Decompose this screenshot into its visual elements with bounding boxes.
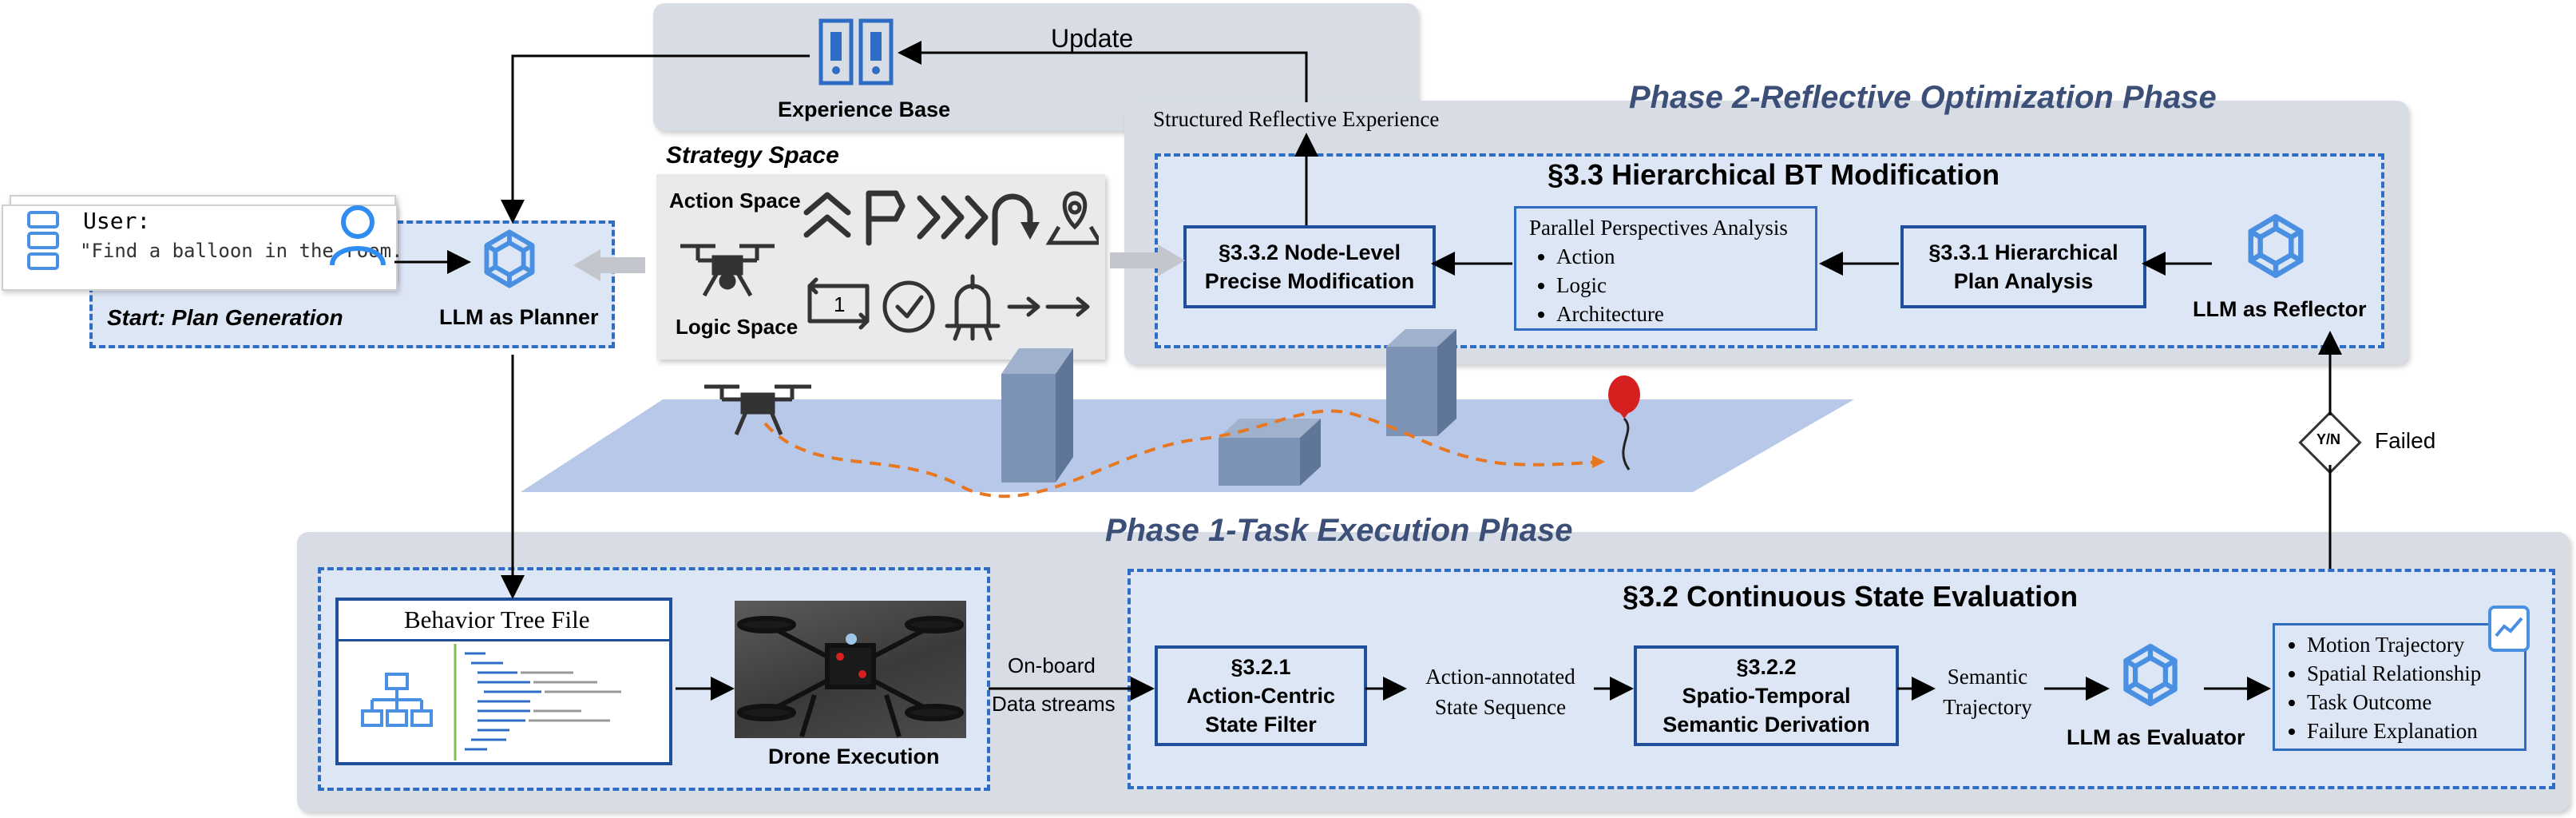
drone-execution-label: Drone Execution (768, 745, 940, 768)
update-label: Update (1051, 24, 1134, 53)
hierarchical-plan-line1: §3.3.1 Hierarchical (1928, 240, 2118, 264)
bt-file-header (339, 601, 669, 641)
parallel-perspectives-title: Parallel Perspectives Analysis (1529, 216, 1788, 240)
evaluation-outputs-box: Motion Trajectory Spatial Relationship T… (2273, 623, 2526, 751)
phase1-title: Phase 1-Task Execution Phase (1105, 513, 1573, 548)
annotated-line1: Action-annotated (1425, 665, 1575, 689)
perspective-architecture: Architecture (1556, 300, 1815, 328)
start-plan-generation-label: Start: Plan Generation (107, 305, 343, 330)
xml-code-snippet (454, 644, 663, 764)
state-filter-line2: Action-Centric (1186, 684, 1335, 708)
action-space-icons (802, 185, 1104, 253)
parallel-perspectives-box: Parallel Perspectives Analysis Action Lo… (1514, 206, 1817, 331)
failed-label: Failed (2375, 428, 2436, 453)
cube-3 (1386, 329, 1456, 436)
state-evaluation-title: §3.2 Continuous State Evaluation (1623, 580, 2079, 613)
hierarchical-bt-title: §3.3 Hierarchical BT Modification (1548, 158, 2000, 191)
output-task-outcome: Task Outcome (2307, 688, 2524, 717)
structured-experience-label: Structured Reflective Experience (1153, 107, 1440, 131)
parallel-perspectives-list: Action Logic Architecture (1529, 242, 1815, 328)
output-motion-trajectory: Motion Trajectory (2307, 630, 2524, 659)
tree-structure-icon (361, 673, 433, 733)
cube-2 (1219, 419, 1321, 486)
action-space-label: Action Space (669, 189, 801, 212)
onboard-label: On-board (1008, 653, 1096, 677)
planner-openai-icon (476, 225, 543, 296)
drone-photo (735, 601, 966, 738)
planner-label: LLM as Planner (439, 305, 599, 329)
output-failure-explanation: Failure Explanation (2307, 717, 2524, 745)
semantic-trajectory-label: Semantic Trajectory (1936, 661, 2039, 722)
user-card (2, 204, 398, 291)
user-label: User: (83, 208, 151, 234)
state-filter-line3: State Filter (1205, 713, 1317, 737)
state-filter-box: §3.2.1 Action-Centric State Filter (1155, 645, 1367, 746)
node-modification-box: §3.3.2 Node-Level Precise Modification (1183, 225, 1436, 308)
scene-drone-icon (704, 384, 811, 435)
hierarchical-plan-line2: Plan Analysis (1953, 269, 2094, 293)
evaluator-label: LLM as Evaluator (2067, 725, 2245, 749)
user-person-icon (327, 201, 388, 272)
datastreams-label: Data streams (992, 692, 1116, 716)
cube-1 (1001, 348, 1073, 482)
state-filter-line1: §3.2.1 (1231, 655, 1291, 679)
perspective-logic: Logic (1556, 271, 1815, 300)
bt-file-label: Behavior Tree File (404, 606, 590, 633)
trajectory-path (763, 409, 1603, 498)
perspective-action: Action (1556, 242, 1815, 271)
strategy-space-title: Strategy Space (666, 142, 839, 169)
evaluator-openai-icon (2114, 639, 2186, 715)
strategy-drone-icon (676, 240, 779, 308)
spatio-line3: Semantic Derivation (1663, 713, 1870, 737)
experience-base-label: Experience Base (778, 97, 951, 121)
output-spatial-relationship: Spatial Relationship (2307, 659, 2524, 688)
decision-label: Y/N (2316, 431, 2340, 447)
spatio-line1: §3.2.2 (1736, 655, 1797, 679)
logic-space-icons (805, 270, 1102, 347)
loop-number: 1 (834, 292, 846, 316)
node-modification-line1: §3.3.2 Node-Level (1218, 240, 1401, 264)
reflector-openai-icon (2239, 209, 2312, 287)
spatio-line2: Spatio-Temporal (1682, 684, 1851, 708)
node-modification-line2: Precise Modification (1204, 269, 1415, 293)
hierarchical-plan-box: §3.3.1 Hierarchical Plan Analysis (1900, 225, 2146, 308)
annotated-sequence-label: Action-annotated State Sequence (1409, 661, 1592, 722)
balloon-icon (1608, 375, 1640, 471)
semantic-line1: Semantic (1947, 665, 2028, 689)
binder-icon (818, 18, 894, 90)
annotated-line2: State Sequence (1434, 695, 1567, 719)
reflector-label: LLM as Reflector (2193, 297, 2367, 321)
semantic-line2: Trajectory (1943, 695, 2032, 719)
report-icon (2487, 604, 2531, 657)
spatio-temporal-box: §3.2.2 Spatio-Temporal Semantic Derivati… (1634, 645, 1899, 746)
phase2-title: Phase 2-Reflective Optimization Phase (1629, 80, 2217, 115)
list-icon (26, 209, 61, 276)
evaluation-outputs-list: Motion Trajectory Spatial Relationship T… (2280, 630, 2524, 745)
logic-space-label: Logic Space (676, 315, 799, 339)
